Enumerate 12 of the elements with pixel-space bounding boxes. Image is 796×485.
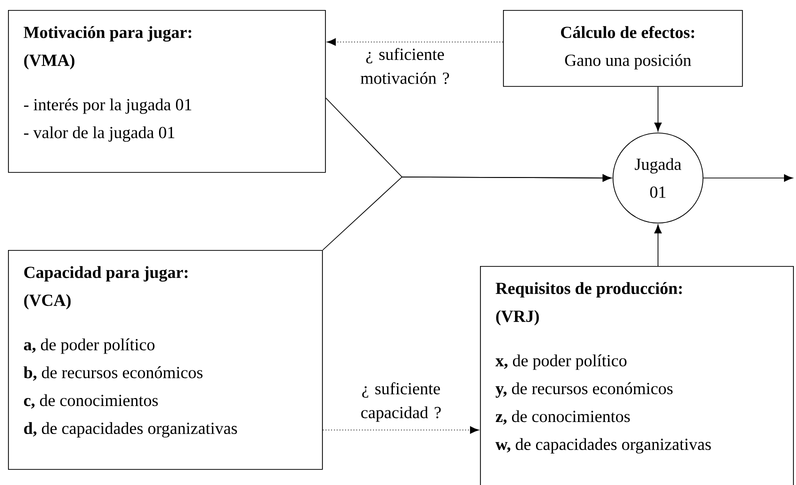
arrow xyxy=(703,174,793,182)
arrow xyxy=(654,224,662,266)
text-box: Cálculo de efectos: Gano una posición xyxy=(503,10,743,87)
edge-label: ¿ suficiente motivación ? xyxy=(360,48,449,84)
arrow xyxy=(322,174,612,250)
dotted-arrow xyxy=(326,38,504,46)
text-box: Motivación para jugar: (VMA) - interés por la jugada 01 - valor de la jugada 01 xyxy=(8,10,326,173)
text-box: Capacidad para jugar: (VCA) a, de poder político b, de recursos económicos c, de conocimientos d, de capacidades organizativas xyxy=(8,250,323,470)
text-box: Requisitos de producción: (VRJ) x, de poder político y, de recursos económicos z, de conocimientos w, de capacidades organizativas xyxy=(480,266,794,485)
arrow xyxy=(654,86,662,132)
edge-label: ¿ suficiente capacidad ? xyxy=(361,382,441,422)
dotted-arrow xyxy=(322,426,479,434)
